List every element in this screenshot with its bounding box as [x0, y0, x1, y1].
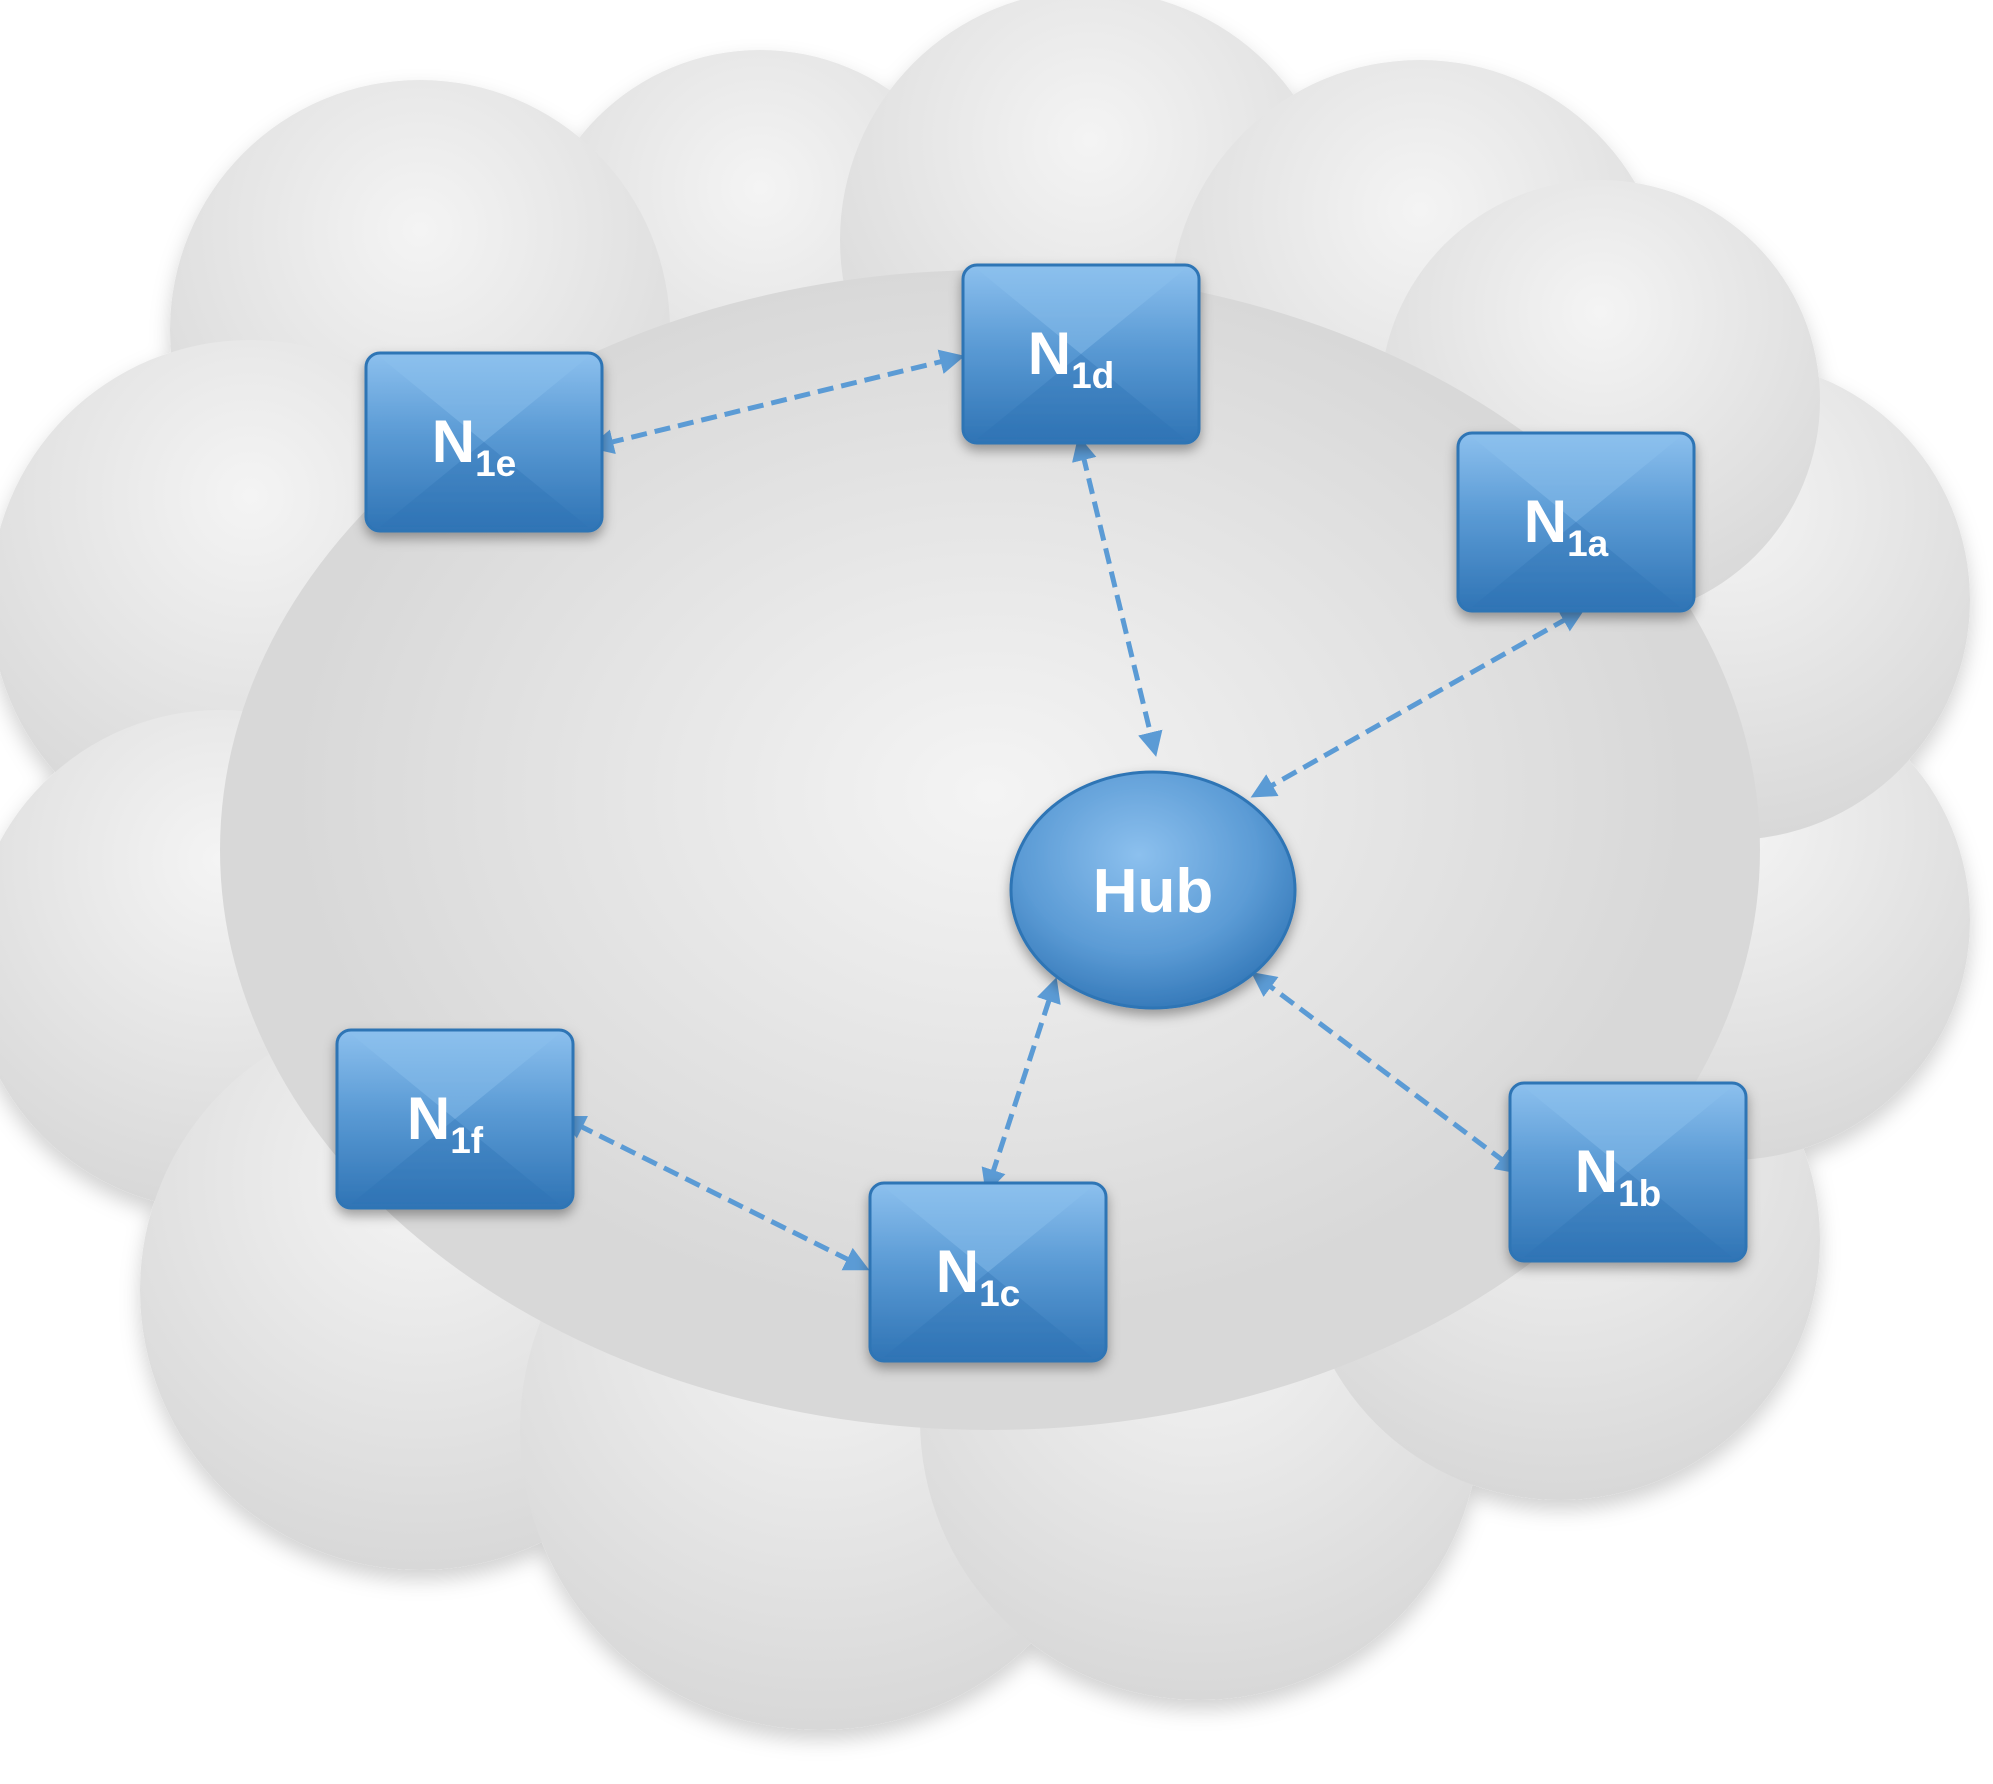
edge-n1d-hub — [1072, 435, 1163, 757]
node-label-main: N — [1028, 320, 1071, 387]
hub-ellipse — [1009, 770, 1297, 1010]
node-bevel-top — [380, 357, 588, 442]
edge-n1e-n1d — [588, 349, 965, 454]
edge-n1a-hub — [1250, 608, 1586, 798]
node-bevel-top — [884, 1187, 1092, 1272]
node-n1e: N1e — [364, 351, 604, 533]
node-n1a: N1a — [1456, 431, 1696, 613]
node-bevel-bottom — [1524, 1172, 1732, 1257]
edge-layer — [560, 349, 1586, 1271]
node-label-main: N — [936, 1238, 979, 1305]
node-label-n1b: N1b — [1575, 1138, 1662, 1214]
node-bevel-bottom — [1472, 522, 1680, 607]
node-label-subscript: 1f — [450, 1120, 484, 1161]
node-bevel-bottom — [977, 354, 1185, 439]
node-n1b: N1b — [1508, 1081, 1748, 1263]
node-bevel-top — [351, 1034, 559, 1119]
node-hub: Hub — [1009, 770, 1297, 1010]
node-label-main: N — [1524, 488, 1567, 555]
node-label-subscript: 1c — [979, 1273, 1020, 1314]
node-label-main: N — [407, 1085, 450, 1152]
node-bevel-top — [1472, 437, 1680, 522]
node-label-n1e: N1e — [432, 408, 517, 484]
node-label-n1c: N1c — [936, 1238, 1021, 1314]
edge-n1f-n1c — [560, 1116, 870, 1271]
node-label-n1f: N1f — [407, 1085, 484, 1161]
node-label-subscript: 1d — [1071, 355, 1114, 396]
node-label-n1a: N1a — [1524, 488, 1609, 564]
node-n1f: N1f — [335, 1028, 575, 1210]
node-n1d: N1d — [961, 263, 1201, 445]
node-label-n1d: N1d — [1028, 320, 1115, 396]
node-bevel-top — [977, 269, 1185, 354]
node-bevel-bottom — [884, 1272, 1092, 1357]
node-bevel-top — [1524, 1087, 1732, 1172]
edge-n1b-hub — [1250, 972, 1522, 1174]
edge-n1c-hub — [981, 977, 1061, 1195]
node-bevel-bottom — [380, 442, 588, 527]
node-label-subscript: 1e — [475, 443, 516, 484]
node-bevel-bottom — [351, 1119, 559, 1204]
node-label-hub: Hub — [1093, 857, 1214, 926]
node-label-subscript: 1a — [1567, 523, 1609, 564]
node-n1c: N1c — [868, 1181, 1108, 1363]
node-label-main: N — [1575, 1138, 1618, 1205]
node-label-main: N — [432, 408, 475, 475]
node-label-subscript: 1b — [1618, 1173, 1661, 1214]
node-label-main: Hub — [1093, 857, 1214, 926]
cloud-shape — [0, 0, 1970, 1730]
